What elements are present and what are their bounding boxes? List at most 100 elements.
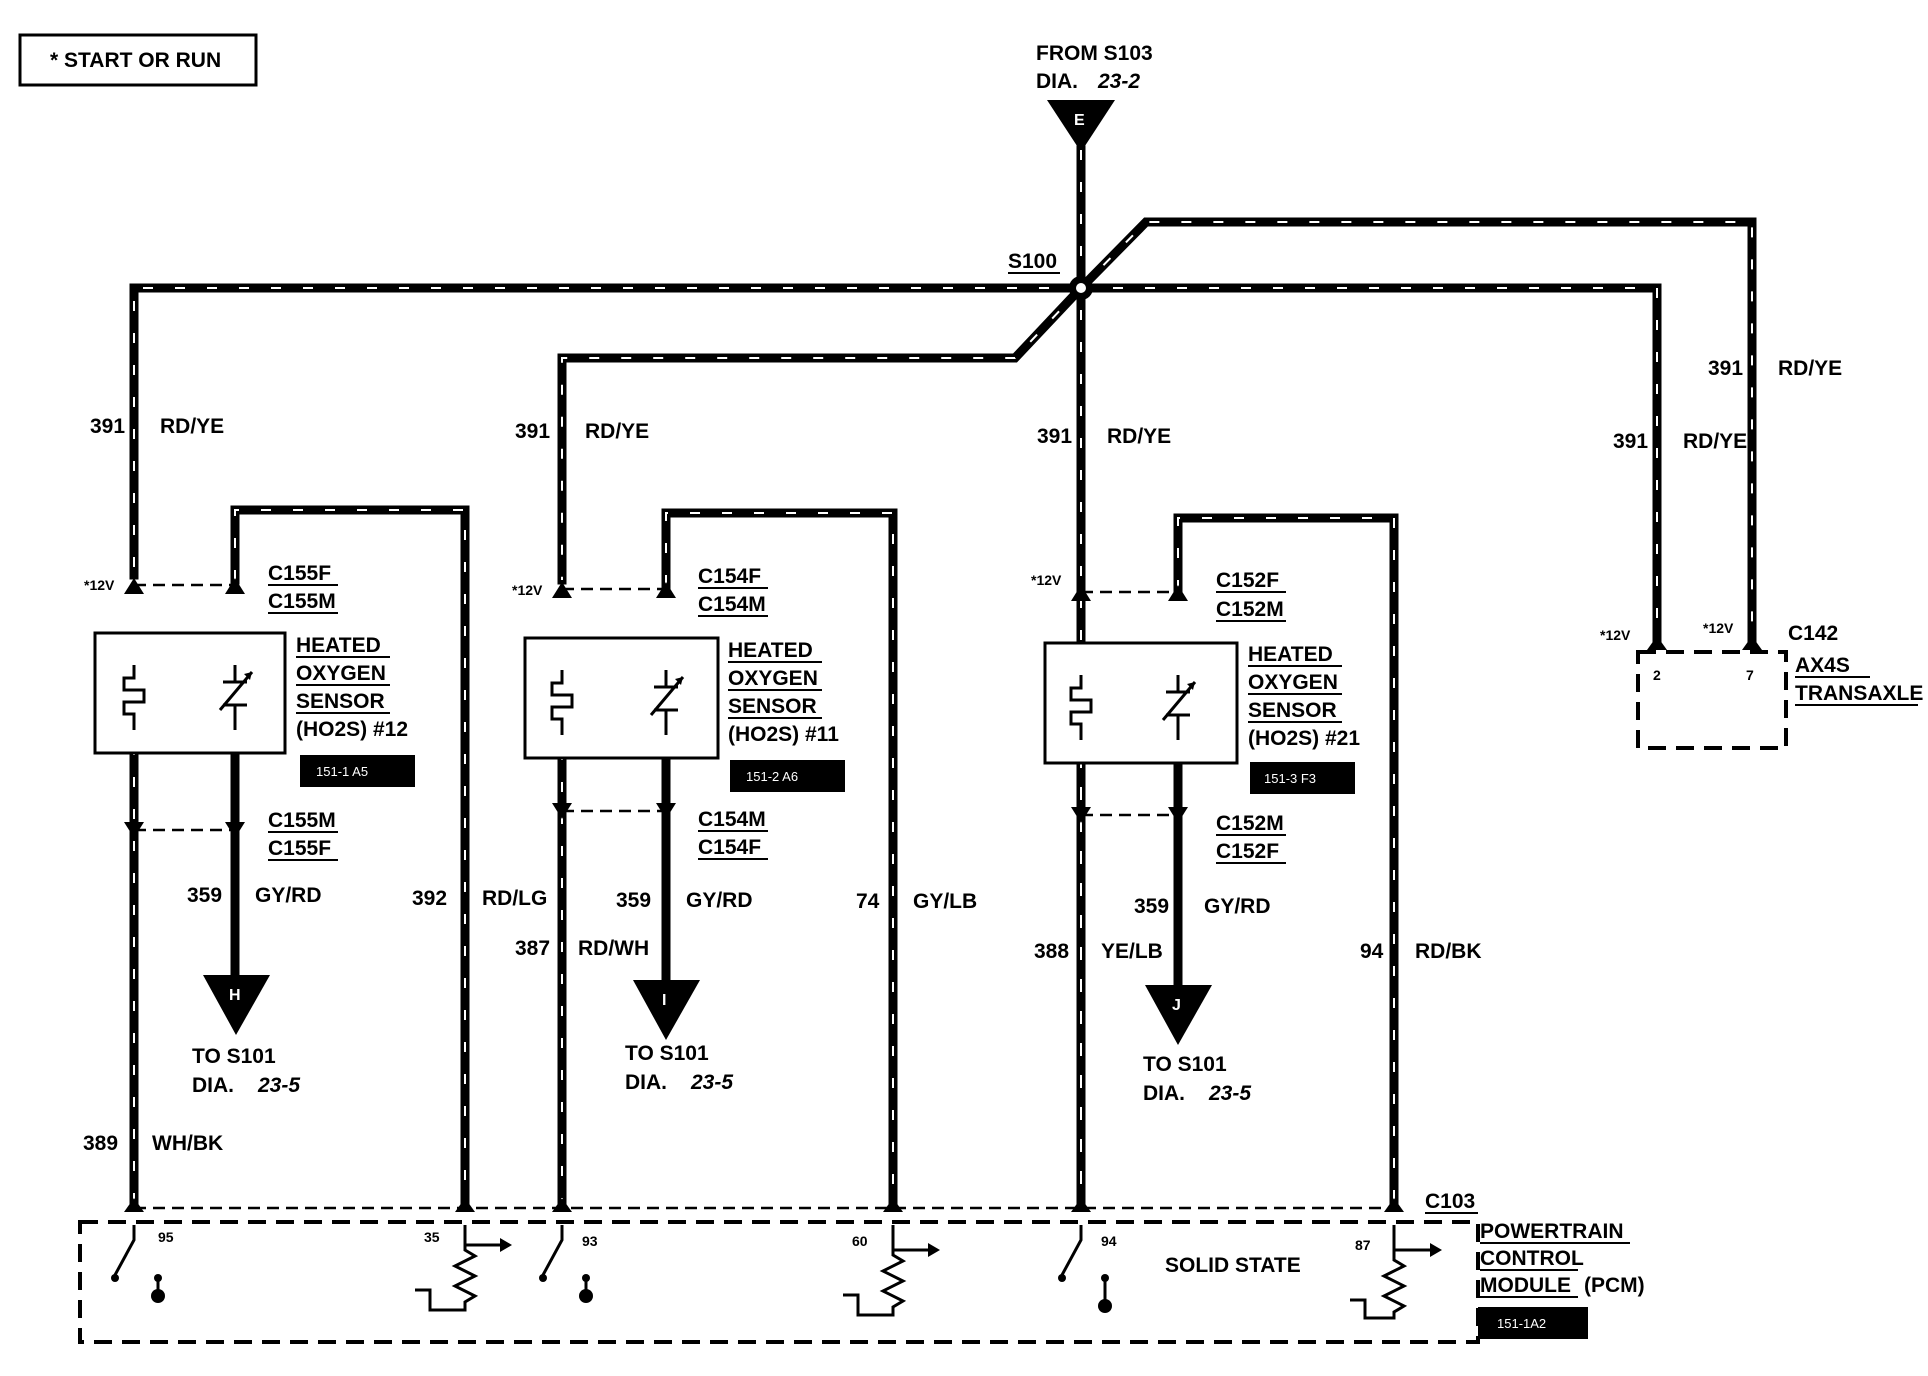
connector-bottom-f: C152F [1216, 840, 1279, 863]
source-connector: FROM S103 DIA. 23-2 E [1036, 42, 1153, 152]
switch-icon [539, 1225, 593, 1303]
sensor-name-line: (HO2S) #21 [1248, 727, 1360, 750]
variable-resistor-icon [218, 665, 254, 730]
destination-label: TO S101 [1143, 1053, 1227, 1076]
wire-label-color: RD/BK [1415, 940, 1482, 963]
wire-label-color: RD/YE [1107, 425, 1171, 448]
connector-bottom-m: C154M [698, 808, 766, 831]
sensor-name-line: SENSOR [728, 695, 817, 718]
variable-resistor-icon [1161, 675, 1197, 740]
wire-label-num: 391 [1037, 425, 1072, 448]
sensor-name-line: SENSOR [1248, 699, 1337, 722]
source-dia-prefix: DIA. [1036, 70, 1078, 93]
sensor-name-line: HEATED [1248, 643, 1333, 666]
legend-box: * START OR RUN [18, 33, 258, 87]
sensor-box [93, 631, 287, 755]
wire-label-num: 391 [1613, 430, 1648, 453]
wire-label-num: 392 [412, 887, 447, 910]
connector-arrow-icon [1145, 985, 1212, 1045]
dia-prefix: DIA. [192, 1074, 234, 1097]
wire-label-num: 388 [1034, 940, 1069, 963]
connector-top-m: C154M [698, 593, 766, 616]
sensor-code-badge [730, 760, 845, 792]
pcm-name-line: CONTROL [1480, 1247, 1584, 1270]
sensor-name-line: OXYGEN [728, 667, 818, 690]
wire-label-color: GY/RD [686, 889, 753, 912]
connector-bottom-m: C155M [268, 809, 336, 832]
resistor-icon [415, 1225, 512, 1312]
component-name-line: TRANSAXLE [1795, 682, 1923, 705]
heater-element-icon [122, 665, 146, 730]
sensor-code-badge [300, 755, 415, 787]
dia-ref: 23-5 [257, 1074, 300, 1097]
switch-icon [111, 1225, 165, 1303]
pin-number: 2 [1653, 667, 1661, 683]
connector-arrow-letter: J [1172, 997, 1181, 1014]
wire-391-left [129, 283, 1086, 580]
sensor-name-line: (HO2S) #12 [296, 718, 408, 741]
sensor-name-line: HEATED [296, 634, 381, 657]
splice-s100: S100 [1008, 250, 1093, 300]
pin-number: 87 [1355, 1237, 1371, 1253]
destination-label: TO S101 [625, 1042, 709, 1065]
wire-label-color: RD/LG [482, 887, 547, 910]
variable-resistor-icon [649, 670, 685, 735]
connector-top-f: C152F [1216, 569, 1279, 592]
resistor-icon [843, 1225, 940, 1317]
source-connector-e-icon [1047, 100, 1115, 152]
wire-label-color: RD/WH [578, 937, 649, 960]
connector-arrow-letter: I [662, 992, 666, 1009]
voltage-label: *12V [512, 582, 543, 598]
component-name-line: AX4S [1795, 654, 1850, 677]
connector-top-m: C152M [1216, 598, 1284, 621]
connector-bottom-f: C155F [268, 837, 331, 860]
dia-ref: 23-5 [1208, 1082, 1251, 1105]
source-from-label: FROM S103 [1036, 42, 1153, 65]
connector-top-m: C155M [268, 590, 336, 613]
dia-ref: 23-5 [690, 1071, 733, 1094]
source-connector-letter: E [1074, 112, 1085, 129]
voltage-label: *12V [1031, 572, 1062, 588]
wire-391-right [1076, 283, 1662, 645]
sensor-code: 151-1 A5 [316, 764, 368, 779]
sensor-box [1043, 641, 1239, 765]
connector-top-f: C154F [698, 565, 761, 588]
voltage-label: *12V [1600, 627, 1631, 643]
source-dia-ref: 23-2 [1097, 70, 1140, 93]
pcm-state-label: SOLID STATE [1165, 1254, 1301, 1277]
pin-number: 95 [158, 1229, 174, 1245]
switch-icon [1058, 1225, 1112, 1313]
wire-label-color: RD/YE [1778, 357, 1842, 380]
destination-label: TO S101 [192, 1045, 276, 1068]
legend-text: * START OR RUN [50, 49, 221, 72]
wire-label-color: RD/YE [585, 420, 649, 443]
wire-label-num: 389 [83, 1132, 118, 1155]
wire-label-color: GY/LB [913, 890, 977, 913]
splice-label: S100 [1008, 250, 1057, 273]
connector-bottom-m: C152M [1216, 812, 1284, 835]
dia-prefix: DIA. [1143, 1082, 1185, 1105]
voltage-label: *12V [1703, 620, 1734, 636]
sensor-name-line: SENSOR [296, 690, 385, 713]
wire-label-num: 94 [1360, 940, 1384, 963]
wire-label-num: 391 [1708, 357, 1743, 380]
heater-element-icon [1069, 675, 1093, 740]
sensor-code: 151-2 A6 [746, 769, 798, 784]
transaxle-ax4s: *12V *12V 2 7 C142 AX4S TRANSAXLE [1600, 620, 1923, 750]
wire-label-color: RD/YE [1683, 430, 1747, 453]
connector-top-f: C155F [268, 562, 331, 585]
sensor-ho2s-21: *12V C152F C152M HEATED OXYGEN SENSOR (H… [1031, 569, 1360, 1105]
pcm-module: C103 [78, 1190, 1645, 1344]
wire-391-upper-right [1074, 217, 1757, 645]
sensor-code: 151-3 F3 [1264, 771, 1316, 786]
sensor-name-line: HEATED [728, 639, 813, 662]
sensor-ho2s-11: *12V C154F C154M HEATED OXYGEN SENSOR (H… [512, 565, 845, 1094]
connector-arrow-icon [203, 975, 270, 1035]
pcm-code-badge [1478, 1307, 1588, 1339]
sensor-ho2s-12: *12V C155F C155M HEATED OXYGEN SENSOR (H… [84, 562, 415, 1097]
sensor-box [523, 636, 720, 760]
pcm-name-suffix: (PCM) [1584, 1274, 1645, 1297]
connector-bottom-f: C154F [698, 836, 761, 859]
wire-label-num: 359 [187, 884, 222, 907]
